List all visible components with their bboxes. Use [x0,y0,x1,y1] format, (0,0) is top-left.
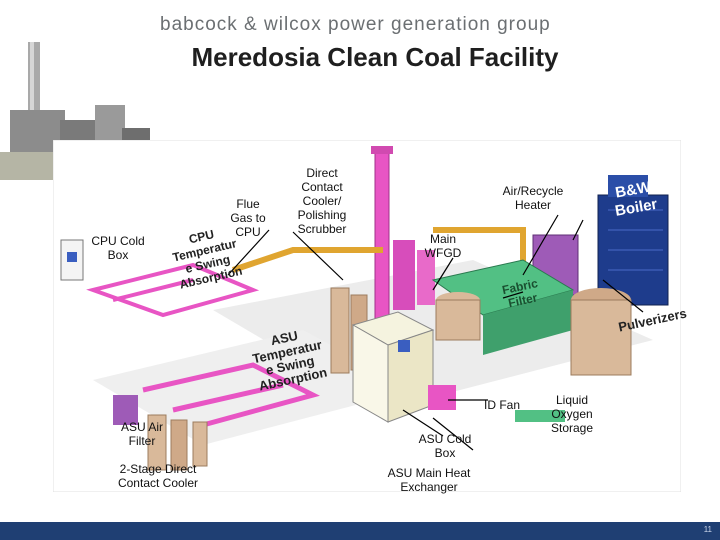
label-air-heater: Air/Recycle Heater [502,184,564,212]
label-asu-cold-box: ASU Cold Box [418,432,472,460]
footer-bar: 11 [0,522,720,540]
page-number: 11 [703,525,712,534]
label-id-fan: ID Fan [483,398,520,412]
plant-diagram [53,140,681,492]
company-brand: babcock & wilcox power generation group [160,14,551,35]
label-cpu-cold-box: CPU Cold Box [91,234,145,262]
label-dcc: Direct Contact Cooler/ Polishing Scrubbe… [297,166,347,236]
label-flue-gas: Flue Gas to CPU [230,197,266,239]
page-title: Meredosia Clean Coal Facility [191,42,559,72]
label-main-wfgd: Main WFGD [424,232,462,260]
label-lox: Liquid Oxygen Storage [550,393,594,435]
label-asu-heat-exchanger: ASU Main Heat Exchanger [387,466,471,494]
label-two-stage-dcc: 2-Stage Direct Contact Cooler [117,462,199,490]
label-asu-air-filter: ASU Air Filter [120,420,163,448]
